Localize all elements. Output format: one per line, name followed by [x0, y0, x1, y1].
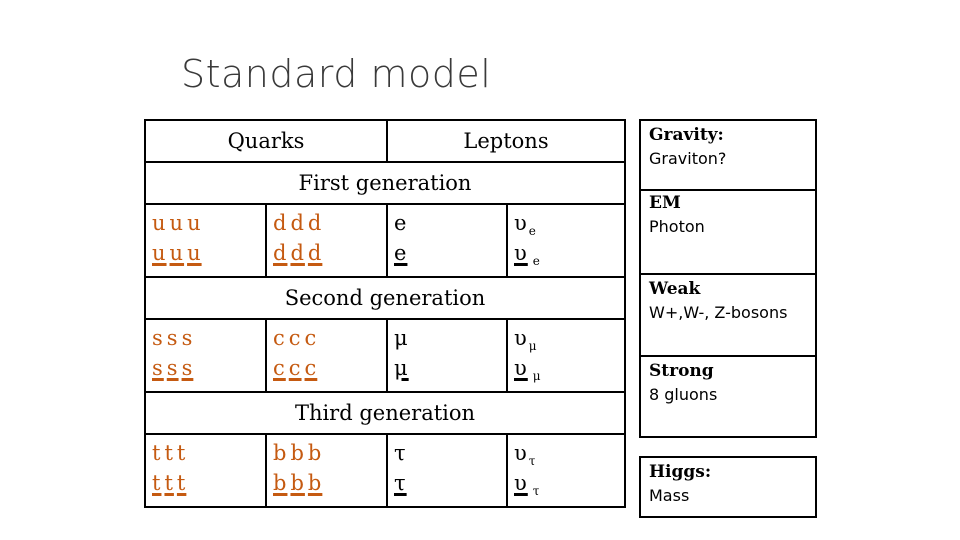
generation-row: First generation: [144, 161, 626, 205]
neutrino-subscript: e: [528, 224, 536, 238]
quark-symbol-green: u: [187, 241, 202, 265]
charged-lepton-cell: μ μ: [386, 318, 508, 393]
quark-symbol-red: u: [152, 241, 167, 265]
antineutrino-subscript: μ: [532, 369, 541, 383]
generation-row: Second generation: [144, 276, 626, 320]
antilepton-symbol: μ: [394, 356, 409, 380]
quark-symbol: t: [152, 441, 162, 465]
antineutrino-symbol: υ: [514, 471, 528, 495]
quark-symbol: s: [152, 326, 164, 350]
quark-symbol: c: [288, 326, 302, 350]
quark-symbol: d: [273, 211, 288, 235]
quark-symbol-blue: u: [169, 241, 185, 265]
generation-label: Third generation: [144, 391, 626, 435]
quark-symbol: c: [273, 326, 286, 350]
force-carrier: Photon: [649, 217, 705, 236]
quark-symbol: u: [187, 211, 202, 235]
generation-label: Second generation: [144, 276, 626, 320]
quark-symbol-green: d: [307, 241, 323, 265]
antineutrino-subscript: e: [532, 254, 540, 268]
force-box-higgs: Higgs: Mass: [639, 456, 817, 518]
force-name: Strong: [649, 361, 714, 381]
quark-symbol: u: [169, 211, 185, 235]
neutrino-symbol: υ: [514, 441, 527, 465]
quark-symbol: b: [290, 441, 305, 465]
lepton-symbol: μ: [394, 326, 408, 350]
force-box-gravity: Gravity: Graviton?: [639, 119, 817, 191]
quark-symbol: u: [152, 211, 167, 235]
quark-symbol-blue: d: [290, 241, 305, 265]
quark-symbol-red: b: [273, 471, 288, 495]
quark-symbol-red: d: [273, 241, 288, 265]
force-carrier: Mass: [649, 486, 690, 505]
quark-symbol: t: [176, 441, 187, 465]
lepton-symbol: e: [394, 211, 407, 235]
quark-symbol-blue: c: [288, 356, 302, 380]
quark-symbol: b: [273, 441, 288, 465]
quark-symbol-green: s: [181, 356, 194, 380]
antineutrino-symbol: υ: [514, 241, 528, 265]
quark-symbol-red: s: [152, 356, 164, 380]
force-name: EM: [649, 193, 681, 213]
quark-symbol-green: t: [176, 471, 187, 495]
quark-symbol-blue: s: [166, 356, 179, 380]
quark-symbol: s: [181, 326, 194, 350]
quark-symbol: d: [290, 211, 305, 235]
force-carrier: 8 gluons: [649, 385, 718, 404]
charged-lepton-cell: e e: [386, 203, 508, 278]
force-box-em: EM Photon: [639, 189, 817, 275]
lepton-symbol: τ: [394, 441, 406, 465]
neutrino-subscript: τ: [528, 454, 536, 468]
quark-symbol-blue: t: [164, 471, 174, 495]
slide-title: Standard model: [181, 52, 492, 96]
quark-symbol: t: [164, 441, 174, 465]
generation-row: Third generation: [144, 391, 626, 435]
generation-label: First generation: [144, 161, 626, 205]
quark-symbol-red: t: [152, 471, 162, 495]
quark-symbol: c: [304, 326, 318, 350]
neutrino-symbol: υ: [514, 211, 527, 235]
header-row: Quarks Leptons: [144, 119, 626, 163]
quark-symbol: d: [307, 211, 323, 235]
force-box-strong: Strong 8 gluons: [639, 355, 817, 438]
neutrino-symbol: υ: [514, 326, 527, 350]
charged-lepton-cell: τ τ: [386, 433, 508, 508]
quark-symbol: b: [307, 441, 323, 465]
force-name: Gravity:: [649, 125, 724, 145]
quarks-header: Quarks: [144, 119, 388, 163]
quark-symbol-red: c: [273, 356, 286, 380]
force-carrier: Graviton?: [649, 149, 727, 168]
quark-symbol-blue: b: [290, 471, 305, 495]
quark-symbol-green: b: [307, 471, 323, 495]
force-name: Weak: [649, 279, 701, 299]
antineutrino-symbol: υ: [514, 356, 528, 380]
antineutrino-subscript: τ: [532, 484, 540, 498]
leptons-header: Leptons: [386, 119, 626, 163]
force-name: Higgs:: [649, 462, 712, 482]
antilepton-symbol: τ: [394, 471, 407, 495]
quark-symbol-green: c: [304, 356, 318, 380]
quark-symbol: s: [166, 326, 179, 350]
force-box-weak: Weak W+,W-, Z-bosons: [639, 273, 817, 357]
neutrino-subscript: μ: [528, 339, 537, 353]
antilepton-symbol: e: [394, 241, 408, 265]
force-carrier: W+,W-, Z-bosons: [649, 303, 788, 322]
